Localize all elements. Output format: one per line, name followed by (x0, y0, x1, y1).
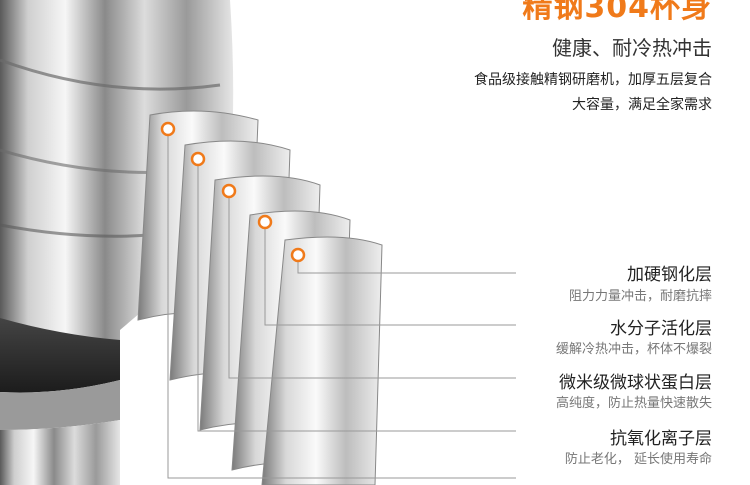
layer-3-title: 微米级微球状蛋白层 (559, 373, 712, 393)
layer-stack (137, 110, 383, 485)
marker-dot (160, 121, 176, 137)
description-line: 大容量，满足全家需求 (572, 97, 712, 113)
layer-markers (160, 121, 306, 263)
subtitle: 健康、耐冷热冲击 (552, 36, 712, 60)
layer-2-subtitle: 缓解冷热冲击，杯体不爆裂 (555, 342, 712, 357)
layer-4-subtitle: 防止老化， 延长使用寿命 (564, 452, 712, 467)
marker-dot (290, 247, 306, 263)
layer-1-subtitle: 阻力力量冲击，耐磨抗摔 (568, 289, 712, 304)
marker-dot (190, 151, 206, 167)
headline: 精钢304杯身 (522, 0, 712, 25)
marker-dot (257, 214, 273, 230)
description: 食品级接触精钢研磨机，加厚五层复合 大容量，满足全家需求 (474, 68, 712, 118)
layer-4-title: 抗氧化离子层 (610, 429, 712, 449)
layer-3-subtitle: 高纯度，防止热量快速散失 (555, 396, 712, 411)
description-line: 食品级接触精钢研磨机，加厚五层复合 (474, 72, 712, 88)
layer-2-title: 水分子活化层 (610, 319, 712, 339)
layer-1-title: 加硬钢化层 (627, 265, 712, 285)
marker-dot (221, 183, 237, 199)
